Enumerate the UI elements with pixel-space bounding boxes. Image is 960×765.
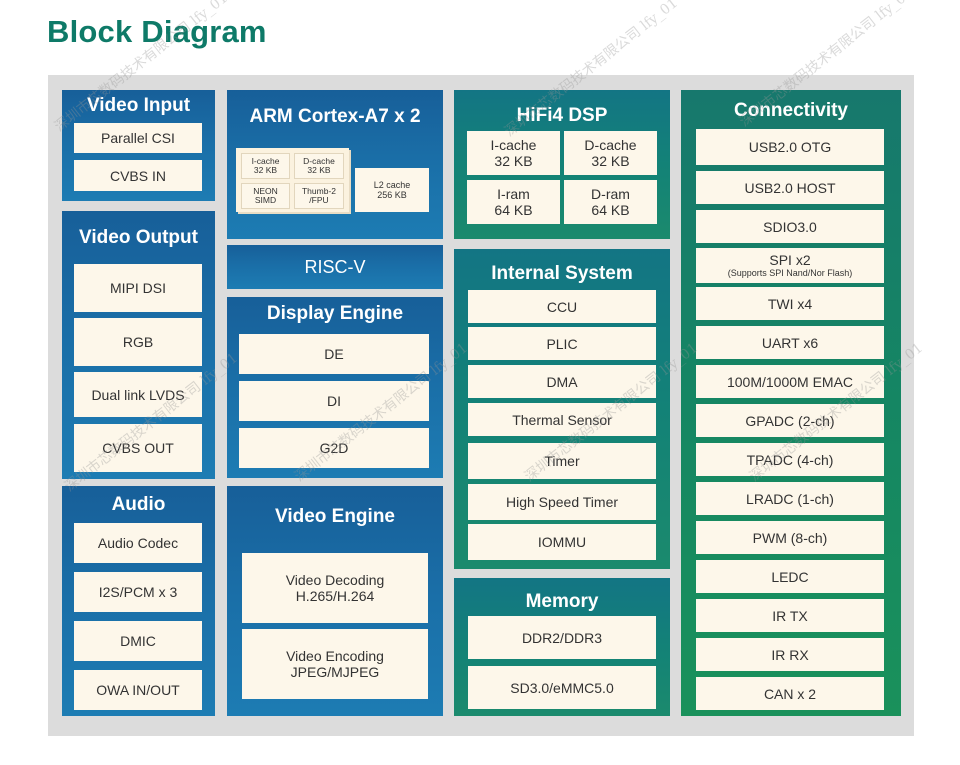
display-engine-title: Display Engine (266, 303, 404, 324)
connectivity-panel: Connectivity USB2.0 OTG USB2.0 HOST SDIO… (681, 90, 901, 716)
internal-system-item: PLIC (468, 327, 656, 360)
hifi4-item: D-ram 64 KB (564, 180, 657, 224)
riscv-title: RISC-V (304, 257, 366, 277)
audio-item: DMIC (74, 621, 202, 661)
connectivity-item: TWI x4 (696, 287, 884, 320)
connectivity-item: CAN x 2 (696, 677, 884, 710)
display-engine-item: G2D (239, 428, 429, 468)
riscv-panel: RISC-V (227, 245, 443, 289)
video-engine-item: Video Decoding H.265/H.264 (242, 553, 428, 623)
video-input-item: CVBS IN (74, 160, 202, 191)
video-output-item: Dual link LVDS (74, 372, 202, 417)
connectivity-item: GPADC (2-ch) (696, 404, 884, 437)
internal-system-item: Timer (468, 443, 656, 479)
hifi4-dsp-title: HiFi4 DSP (516, 105, 608, 126)
video-engine-panel: Video Engine Video Decoding H.265/H.264 … (227, 486, 443, 716)
memory-item: DDR2/DDR3 (468, 616, 656, 659)
connectivity-item: PWM (8-ch) (696, 521, 884, 554)
internal-system-item: IOMMU (468, 524, 656, 560)
audio-item: Audio Codec (74, 523, 202, 563)
connectivity-item: LRADC (1-ch) (696, 482, 884, 515)
video-engine-title: Video Engine (274, 506, 395, 527)
hifi4-item: D-cache 32 KB (564, 131, 657, 175)
arm-cell: I-cache 32 KB (241, 153, 290, 179)
audio-title: Audio (111, 494, 166, 515)
page-title: Block Diagram (47, 14, 267, 49)
l2-cache-box: L2 cache 256 KB (355, 168, 429, 212)
hifi4-dsp-panel: HiFi4 DSP I-cache 32 KB D-cache 32 KB I-… (454, 90, 670, 239)
audio-item: I2S/PCM x 3 (74, 572, 202, 612)
internal-system-item: High Speed Timer (468, 484, 656, 520)
connectivity-item: IR TX (696, 599, 884, 632)
display-engine-panel: Display Engine DE DI G2D (227, 297, 443, 478)
connectivity-item: USB2.0 HOST (696, 171, 884, 204)
memory-title: Memory (525, 591, 599, 612)
video-input-item: Parallel CSI (74, 123, 202, 153)
internal-system-item: CCU (468, 290, 656, 323)
spi-note: (Supports SPI Nand/Nor Flash) (727, 268, 853, 278)
diagram-canvas: Video Input Parallel CSI CVBS IN Video O… (48, 75, 914, 736)
connectivity-item: LEDC (696, 560, 884, 593)
arm-cortex-title: ARM Cortex-A7 x 2 (249, 106, 421, 127)
connectivity-item: 100M/1000M EMAC (696, 365, 884, 398)
memory-item: SD3.0/eMMC5.0 (468, 666, 656, 709)
connectivity-item: SDIO3.0 (696, 210, 884, 243)
internal-system-panel: Internal System CCU PLIC DMA Thermal Sen… (454, 249, 670, 569)
memory-panel: Memory DDR2/DDR3 SD3.0/eMMC5.0 (454, 578, 670, 716)
video-output-item: MIPI DSI (74, 264, 202, 312)
connectivity-spi-item: SPI x2 (Supports SPI Nand/Nor Flash) (696, 248, 884, 283)
hifi4-item: I-cache 32 KB (467, 131, 560, 175)
video-output-panel: Video Output MIPI DSI RGB Dual link LVDS… (62, 211, 215, 479)
arm-cortex-panel: ARM Cortex-A7 x 2 I-cache 32 KB D-cache … (227, 90, 443, 239)
connectivity-item: USB2.0 OTG (696, 129, 884, 165)
internal-system-item: DMA (468, 365, 656, 398)
display-engine-item: DE (239, 334, 429, 374)
audio-panel: Audio Audio Codec I2S/PCM x 3 DMIC OWA I… (62, 486, 215, 716)
video-output-title: Video Output (79, 227, 198, 248)
internal-system-item: Thermal Sensor (468, 403, 656, 436)
video-output-item: RGB (74, 318, 202, 366)
video-input-title: Video Input (86, 95, 191, 116)
internal-system-title: Internal System (491, 263, 633, 284)
connectivity-title: Connectivity (733, 100, 849, 121)
connectivity-item: IR RX (696, 638, 884, 671)
video-engine-item: Video Encoding JPEG/MJPEG (242, 629, 428, 699)
arm-core-cluster: I-cache 32 KB D-cache 32 KB NEON SIMD Th… (236, 148, 349, 212)
arm-cell: D-cache 32 KB (294, 153, 344, 179)
arm-cell: NEON SIMD (241, 183, 290, 209)
display-engine-item: DI (239, 381, 429, 421)
hifi4-item: I-ram 64 KB (467, 180, 560, 224)
video-output-item: CVBS OUT (74, 424, 202, 472)
audio-item: OWA IN/OUT (74, 670, 202, 710)
video-input-panel: Video Input Parallel CSI CVBS IN (62, 90, 215, 201)
connectivity-item: UART x6 (696, 326, 884, 359)
arm-cell: Thumb-2 /FPU (294, 183, 344, 209)
connectivity-item: TPADC (4-ch) (696, 443, 884, 476)
spi-label: SPI x2 (769, 252, 811, 268)
